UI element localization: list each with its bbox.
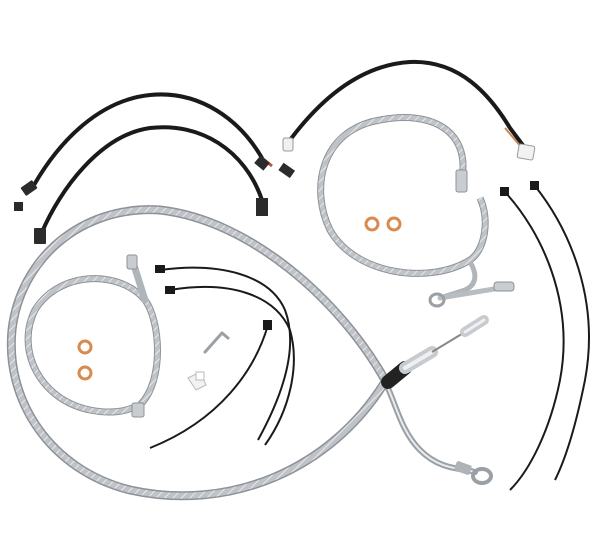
connector	[254, 155, 270, 171]
wiring-harness-left-upper	[14, 92, 296, 211]
wiring-harness-right	[282, 59, 536, 161]
zip-tie	[155, 265, 292, 441]
copper-crush-washer	[77, 365, 93, 381]
white-connector	[516, 143, 536, 161]
zip-tie	[149, 320, 272, 449]
wiring-harness-left-lower	[34, 125, 268, 244]
white-connector	[282, 137, 294, 152]
braided-brake-line-right-loop	[317, 114, 515, 308]
zip-tie	[500, 187, 565, 491]
zip-tie	[530, 181, 590, 481]
zip-tie	[165, 286, 295, 446]
banjo-fitting	[471, 467, 493, 485]
braided-clutch-cable	[381, 315, 489, 389]
copper-crush-washer	[386, 216, 402, 232]
plastic-clip	[187, 371, 207, 391]
copper-crush-washer	[364, 216, 380, 232]
braided-brake-line-large-loop	[6, 205, 493, 501]
copper-crush-washer	[77, 339, 93, 355]
connector	[20, 180, 38, 196]
allen-wrench	[203, 331, 230, 354]
connector	[34, 228, 46, 244]
connector	[14, 202, 23, 211]
connector	[256, 198, 268, 216]
connector	[278, 162, 296, 179]
braided-brake-line-small-loop	[24, 254, 161, 418]
